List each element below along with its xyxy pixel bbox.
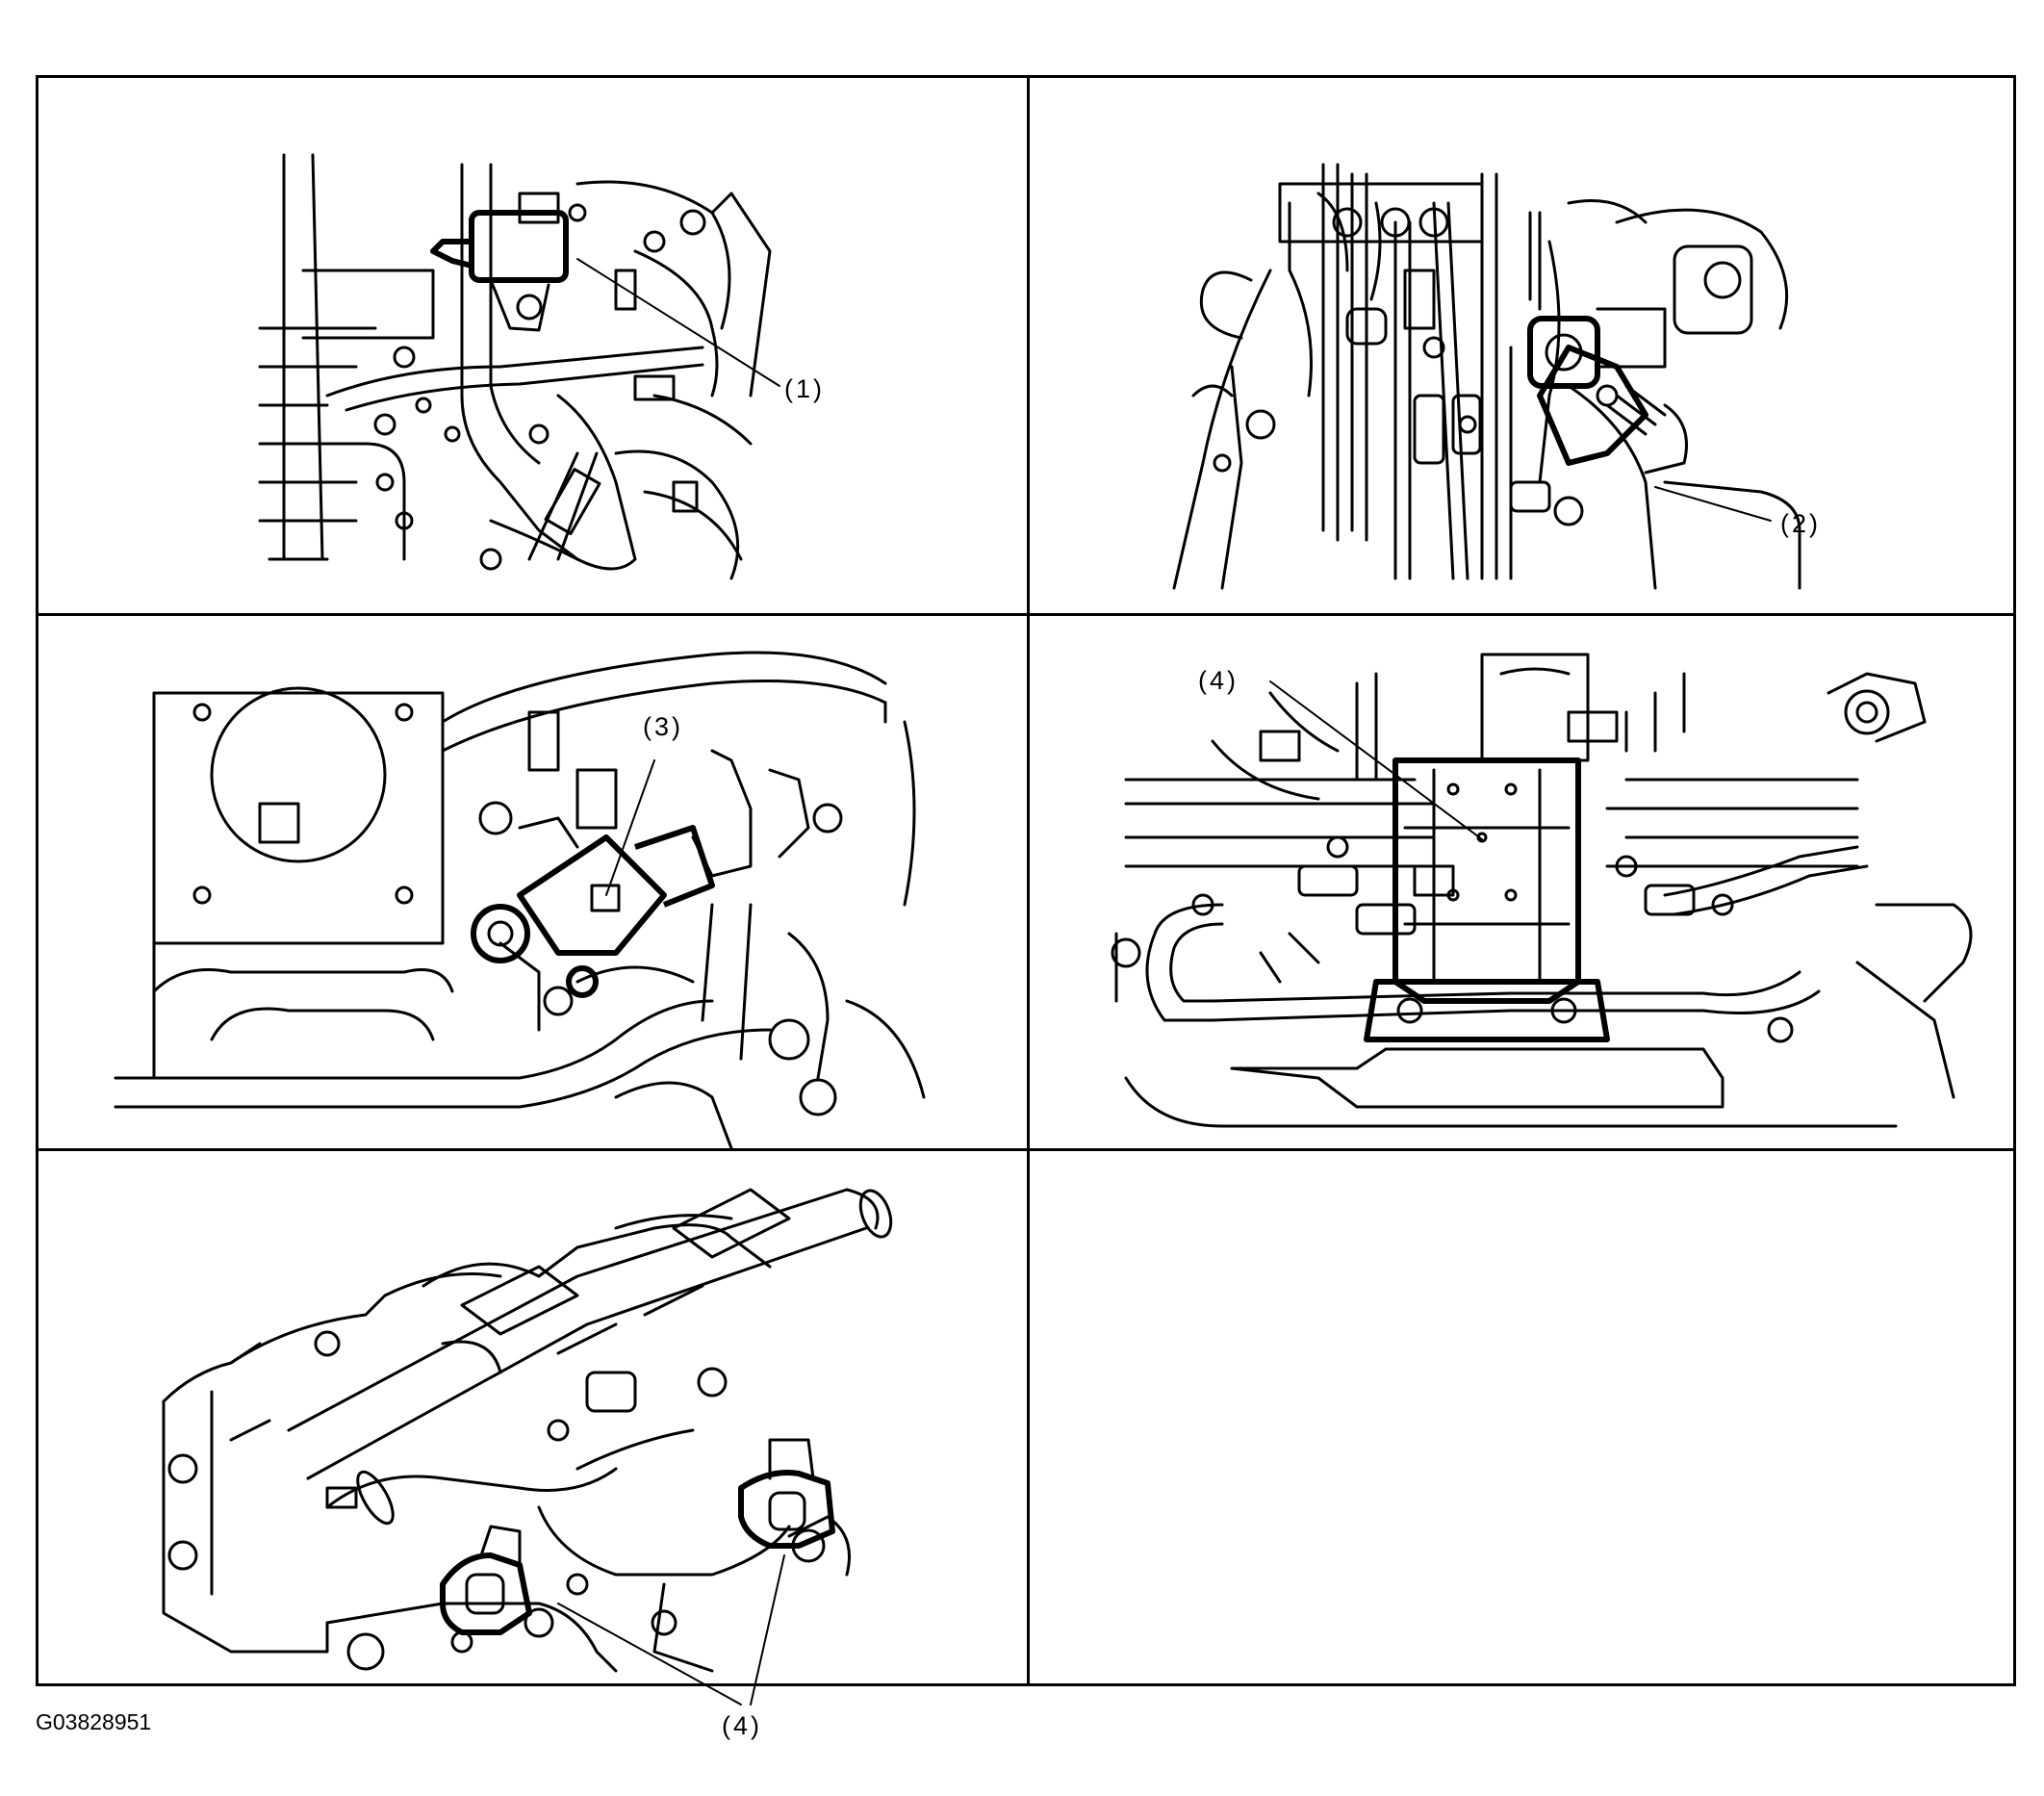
grid-divider-row-2 — [38, 1148, 2013, 1151]
panel-3: (3) — [38, 616, 1027, 1150]
leader-line-4-right — [750, 1554, 785, 1706]
panel-5-illustration — [162, 1188, 893, 1706]
leader-line-1 — [576, 258, 780, 387]
panel-4-illustration — [1111, 653, 1973, 1128]
grid-divider-row-1 — [38, 613, 2013, 616]
callout-3: (3) — [643, 712, 683, 741]
leader-line-2 — [1654, 486, 1772, 522]
panel-2-illustration — [1172, 163, 1801, 590]
leader-line-4-top — [1269, 680, 1483, 840]
panel-1: (1) — [38, 78, 1027, 613]
panel-6-empty — [1030, 1151, 2019, 1686]
panel-1-illustration — [258, 153, 780, 580]
callout-4-top: (4) — [1198, 666, 1239, 695]
panel-2: (2) — [1030, 78, 2019, 613]
grid-divider-vertical — [1027, 78, 1030, 1683]
callout-4-bottom: (4) — [722, 1711, 762, 1740]
callout-1: (1) — [784, 374, 825, 403]
panel-4: (4) — [1030, 616, 2019, 1148]
leader-line-4-left — [557, 1603, 742, 1706]
leader-line-3 — [605, 759, 655, 896]
figure-id: G03828951 — [36, 1709, 152, 1734]
panel-3-illustration — [114, 651, 926, 1150]
figure-grid: (1) — [36, 75, 2019, 1740]
callout-2: (2) — [1780, 509, 1821, 538]
panel-5: (4) — [38, 1151, 1027, 1740]
